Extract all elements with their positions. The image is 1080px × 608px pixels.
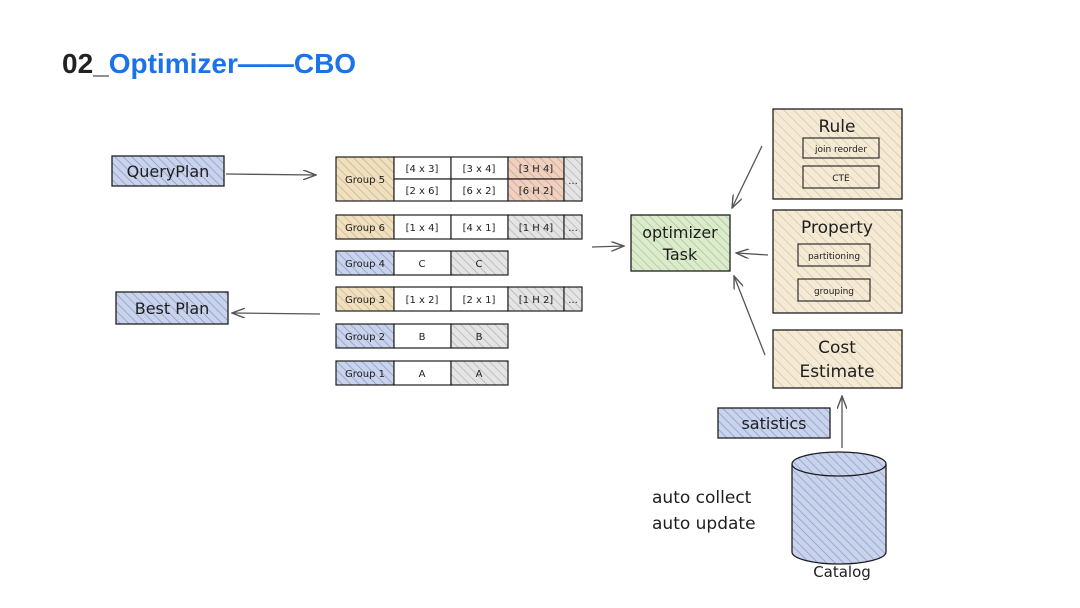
auto-collect-text: auto collect: [652, 488, 752, 508]
cost-estimate-panel: Cost Estimate: [772, 329, 903, 389]
memo-group-1: Group 1 A A: [335, 360, 509, 386]
auto-update-text: auto update: [652, 514, 756, 534]
group-label: Group 3: [345, 295, 385, 306]
optimizer-line2: Task: [662, 245, 698, 264]
memo-cell: [6 H 2]: [519, 186, 554, 197]
memo-cell: [4 x 3]: [406, 164, 439, 175]
property-item-partitioning: partitioning: [808, 252, 860, 262]
memo-cell: B: [476, 332, 483, 343]
memo-cell: [1 x 2]: [406, 295, 439, 306]
rule-item-cte: CTE: [832, 174, 850, 184]
memo-cell: [1 x 4]: [406, 223, 439, 234]
group-label: Group 6: [345, 223, 385, 234]
memo-group-5: Group 5 [4 x 3] [3 x 4] [3 H 4] [2 x 6] …: [335, 156, 583, 202]
cost-line2: Estimate: [799, 362, 874, 382]
memo-cell: [2 x 6]: [406, 186, 439, 197]
memo-cell: C: [419, 259, 426, 270]
arrow-memo-to-optimizer: [591, 246, 624, 247]
property-title: Property: [801, 218, 873, 238]
group-label: Group 4: [345, 259, 385, 270]
arrow-rule-to-optimizer: [732, 145, 763, 208]
statistics-node: satistics: [717, 407, 831, 439]
cost-line1: Cost: [818, 338, 856, 358]
memo-more: ...: [568, 295, 578, 306]
memo-cell: A: [419, 369, 426, 380]
memo-cell: [4 x 1]: [463, 223, 496, 234]
property-panel: Property partitioning grouping: [772, 209, 903, 314]
memo-more: ...: [568, 176, 578, 187]
group-label: Group 5: [345, 175, 385, 186]
property-item-grouping: grouping: [814, 287, 854, 297]
title-prefix: 02_: [62, 48, 109, 79]
memo-more: ...: [568, 223, 578, 234]
page-title: 02_Optimizer——CBO: [62, 48, 356, 80]
rule-title: Rule: [818, 117, 855, 137]
rule-item-join-reorder: join reorder: [814, 145, 867, 155]
memo-group-4: Group 4 C C: [335, 250, 509, 276]
title-accent: Optimizer——CBO: [108, 48, 357, 79]
group-label: Group 1: [345, 369, 385, 380]
arrow-property-to-optimizer: [736, 253, 769, 255]
memo-cell: [3 x 4]: [463, 164, 496, 175]
best-plan-node: Best Plan: [115, 291, 229, 325]
memo-group-6: Group 6 [1 x 4] [4 x 1] [1 H 4] ...: [335, 214, 583, 240]
arrow-queryplan-to-memo: [225, 174, 316, 175]
memo-cell: [1 H 2]: [519, 295, 554, 306]
memo-cell: [6 x 2]: [463, 186, 496, 197]
memo-cell: A: [476, 369, 483, 380]
memo-group-3: Group 3 [1 x 2] [2 x 1] [1 H 2] ...: [335, 286, 583, 312]
optimizer-line1: optimizer: [642, 223, 718, 242]
memo-group-2: Group 2 B B: [335, 323, 509, 349]
query-plan-label: QueryPlan: [127, 162, 210, 181]
arrow-memo-to-bestplan: [232, 313, 321, 314]
group-label: Group 2: [345, 332, 385, 343]
memo-cell: C: [476, 259, 483, 270]
query-plan-node: QueryPlan: [111, 155, 225, 187]
best-plan-label: Best Plan: [135, 299, 210, 318]
memo-cell: [2 x 1]: [463, 295, 496, 306]
memo-cell: [3 H 4]: [519, 164, 554, 175]
optimizer-task-node: optimizer Task: [630, 214, 731, 272]
rule-panel: Rule join reorder CTE: [772, 108, 903, 200]
statistics-label: satistics: [741, 414, 806, 433]
memo-cell: B: [419, 332, 426, 343]
catalog-label: Catalog: [813, 563, 871, 581]
catalog-cylinder: [791, 451, 887, 565]
arrow-cost-to-optimizer: [734, 276, 766, 356]
memo-cell: [1 H 4]: [519, 223, 554, 234]
